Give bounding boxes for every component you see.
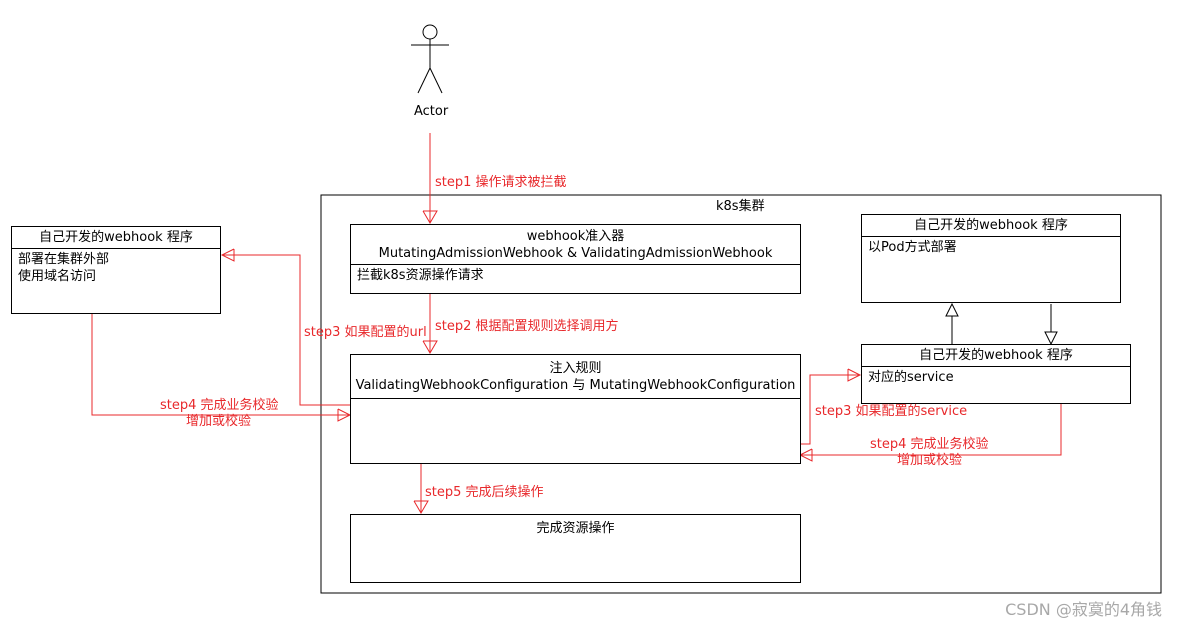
step1-label: step1 操作请求被拦截 — [435, 175, 567, 190]
step4-left-line2: 增加或校验 — [186, 414, 252, 429]
external-webhook-box: 自己开发的webhook 程序 部署在集群外部 使用域名访问 — [11, 226, 221, 314]
admission-body: 拦截k8s资源操作请求 — [357, 268, 484, 283]
actor-label: Actor — [414, 104, 449, 119]
inject-rules-title-line2: ValidatingWebhookConfiguration 与 Mutatin… — [355, 378, 796, 393]
inject-rules-title-line1: 注入规则 — [549, 361, 602, 376]
watermark: CSDN @寂寞的4角钱 — [1005, 600, 1162, 619]
inject-rules-title: 注入规则 ValidatingWebhookConfiguration 与 Mu… — [351, 355, 800, 399]
cluster-title: k8s集群 — [716, 199, 765, 214]
pod-service-relations — [945, 302, 1058, 346]
inject-rules-box: 注入规则 ValidatingWebhookConfiguration 与 Mu… — [350, 354, 801, 464]
cluster-frame — [320, 194, 1162, 594]
step3-url-label: step3 如果配置的url — [304, 325, 427, 340]
pod-webhook-title: 自己开发的webhook 程序 — [862, 215, 1120, 237]
external-webhook-line: 使用域名访问 — [18, 269, 97, 284]
step2-label: step2 根据配置规则选择调用方 — [435, 319, 619, 334]
step3-service-arrow — [800, 368, 862, 445]
step4-right-line2: 增加或校验 — [897, 453, 963, 468]
pod-webhook-box: 自己开发的webhook 程序 以Pod方式部署 — [861, 214, 1121, 303]
service-webhook-body: 对应的service — [868, 370, 954, 385]
step4-right-arrow — [798, 403, 1062, 462]
admission-box: webhook准入器 MutatingAdmissionWebhook & Va… — [350, 224, 801, 294]
step4-right-label: step4 完成业务校验 增加或校验 — [870, 437, 989, 469]
actor-figure — [411, 24, 449, 94]
pod-webhook-body: 以Pod方式部署 — [868, 240, 957, 255]
step3-url-arrow — [220, 248, 350, 406]
admission-title-line2: MutatingAdmissionWebhook & ValidatingAdm… — [378, 246, 773, 261]
complete-box: 完成资源操作 — [350, 514, 801, 583]
complete-title: 完成资源操作 — [536, 521, 615, 536]
external-webhook-title: 自己开发的webhook 程序 — [12, 227, 220, 249]
step5-arrow — [413, 463, 429, 514]
step4-left-arrow — [91, 313, 352, 422]
admission-title: webhook准入器 MutatingAdmissionWebhook & Va… — [351, 225, 800, 265]
step1-arrow — [422, 133, 438, 224]
admission-title-line1: webhook准入器 — [526, 229, 625, 244]
external-webhook-line: 部署在集群外部 — [18, 252, 110, 267]
service-webhook-box: 自己开发的webhook 程序 对应的service — [861, 344, 1131, 404]
step4-left-line1: step4 完成业务校验 — [160, 398, 279, 413]
step3-service-label: step3 如果配置的service — [815, 404, 968, 419]
service-webhook-title: 自己开发的webhook 程序 — [862, 345, 1130, 367]
step2-arrow — [422, 294, 438, 354]
step4-left-label: step4 完成业务校验 增加或校验 — [160, 398, 279, 430]
step4-right-line1: step4 完成业务校验 — [870, 437, 989, 452]
external-webhook-body: 部署在集群外部 使用域名访问 — [12, 249, 220, 287]
step5-label: step5 完成后续操作 — [425, 485, 544, 500]
